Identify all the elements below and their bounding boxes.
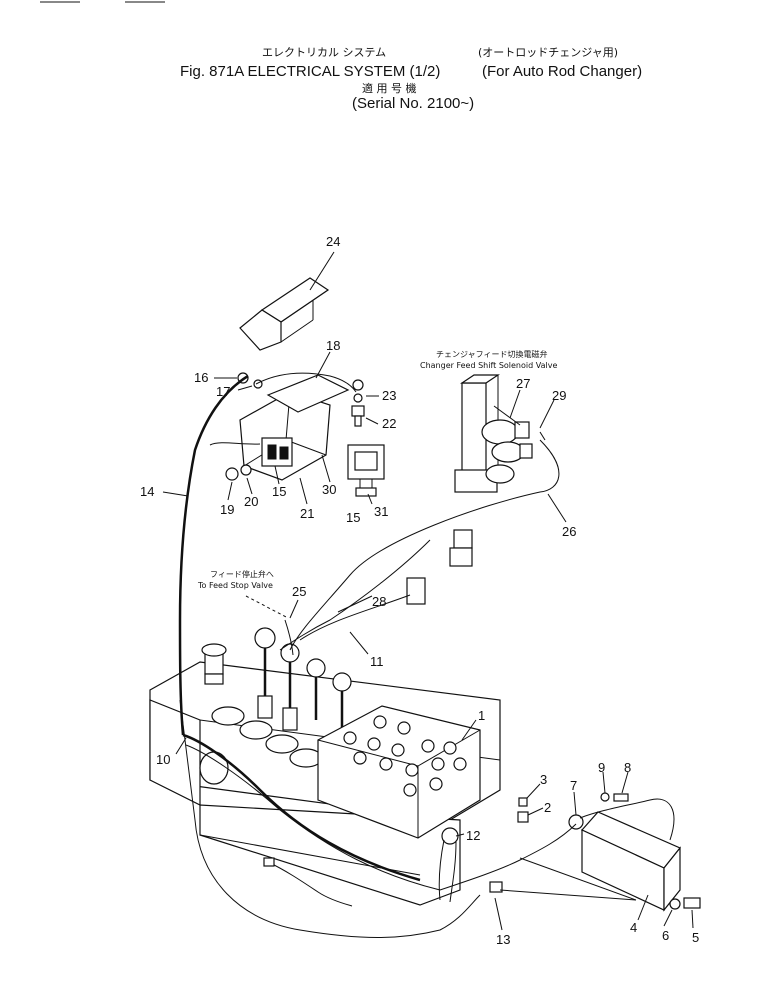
part-24-angle-bracket xyxy=(239,277,330,351)
callout-11: 11 xyxy=(370,654,384,669)
hardware-lower-right xyxy=(441,792,701,910)
leader-lines xyxy=(162,251,694,931)
serial-number: (Serial No. 2100~) xyxy=(352,95,474,112)
title-block: エレクトリカル システム (オートロッドチェンジャ用) Fig. 871A EL… xyxy=(180,46,642,112)
callout-12: 12 xyxy=(466,828,480,843)
changer-valve-jp: チェンジャフィード切換電磁弁 xyxy=(436,349,547,359)
feed-stop-jp: フィード停止弁へ xyxy=(210,569,274,579)
callout-28: 28 xyxy=(372,594,386,609)
callout-27: 27 xyxy=(516,376,530,391)
callout-24: 24 xyxy=(326,234,340,249)
callout-2: 2 xyxy=(544,800,551,815)
wire-harness xyxy=(178,372,675,938)
callout-14: 14 xyxy=(140,484,154,499)
callout-29: 29 xyxy=(552,388,566,403)
callout-8: 8 xyxy=(624,760,631,775)
callout-5: 5 xyxy=(692,930,699,945)
part-21-switch-bracket xyxy=(239,374,350,481)
feed-stop-en: To Feed Stop Valve xyxy=(197,581,273,590)
hardware-washers-nuts xyxy=(225,372,365,481)
annotation-changer-valve: チェンジャフィード切換電磁弁 Changer Feed Shift Soleno… xyxy=(420,349,557,370)
callout-16: 16 xyxy=(194,370,208,385)
part-15-switch-right xyxy=(347,444,385,497)
part-15-switch-left xyxy=(261,437,293,467)
callout-3: 3 xyxy=(540,772,547,787)
figure-title: Fig. 871A ELECTRICAL SYSTEM (1/2) xyxy=(180,63,440,80)
callout-18: 18 xyxy=(326,338,340,353)
callout-19: 19 xyxy=(220,502,234,517)
callout-4: 4 xyxy=(630,920,637,935)
callout-15a: 15 xyxy=(272,484,286,499)
figure-title-right: (For Auto Rod Changer) xyxy=(482,63,642,80)
callout-13: 13 xyxy=(496,932,510,947)
callout-6: 6 xyxy=(662,928,669,943)
callout-7: 7 xyxy=(570,778,577,793)
part-1-switch-box xyxy=(317,705,481,839)
callout-10: 10 xyxy=(156,752,170,767)
connector-near-28 xyxy=(406,529,473,605)
title-jp: エレクトリカル システム xyxy=(262,46,386,59)
title-jp-right: (オートロッドチェンジャ用) xyxy=(478,46,618,59)
solenoid-valve-assembly xyxy=(454,374,546,493)
callout-21: 21 xyxy=(300,506,314,521)
callout-15b: 15 xyxy=(346,510,360,525)
callout-9: 9 xyxy=(598,760,605,775)
callout-22: 22 xyxy=(382,416,396,431)
applicable-serial-jp: 適 用 号 機 xyxy=(362,81,417,95)
callout-25: 25 xyxy=(292,584,306,599)
changer-valve-en: Changer Feed Shift Solenoid Valve xyxy=(420,361,557,370)
callout-17: 17 xyxy=(216,384,230,399)
part-4-junction-box xyxy=(581,811,681,912)
callout-20: 20 xyxy=(244,494,258,509)
callout-1: 1 xyxy=(478,708,485,723)
callout-31: 31 xyxy=(374,504,388,519)
annotation-feed-stop: フィード停止弁へ To Feed Stop Valve xyxy=(197,569,289,619)
callout-numbers: 1 2 3 4 5 6 7 8 9 10 11 12 13 14 15 15 1… xyxy=(140,234,699,947)
callout-23: 23 xyxy=(382,388,396,403)
switch-box-buttons xyxy=(343,715,467,797)
callout-30: 30 xyxy=(322,482,336,497)
callout-26: 26 xyxy=(562,524,576,539)
